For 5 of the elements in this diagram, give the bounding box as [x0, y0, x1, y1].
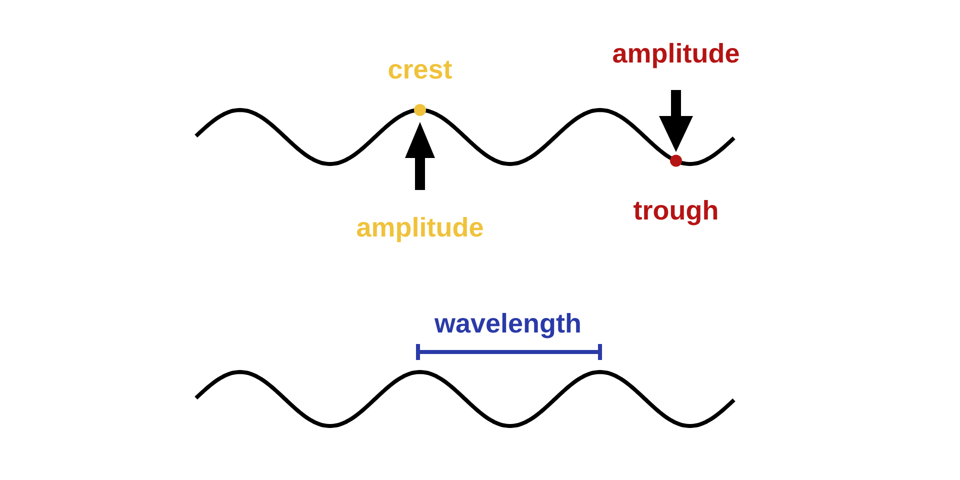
measurement-label: amplitude [612, 38, 740, 70]
measurement-label: wavelength [434, 308, 582, 340]
measurement-label: amplitude [356, 212, 484, 244]
wave-label: crest [388, 54, 452, 86]
wave-label: trough [633, 196, 719, 226]
